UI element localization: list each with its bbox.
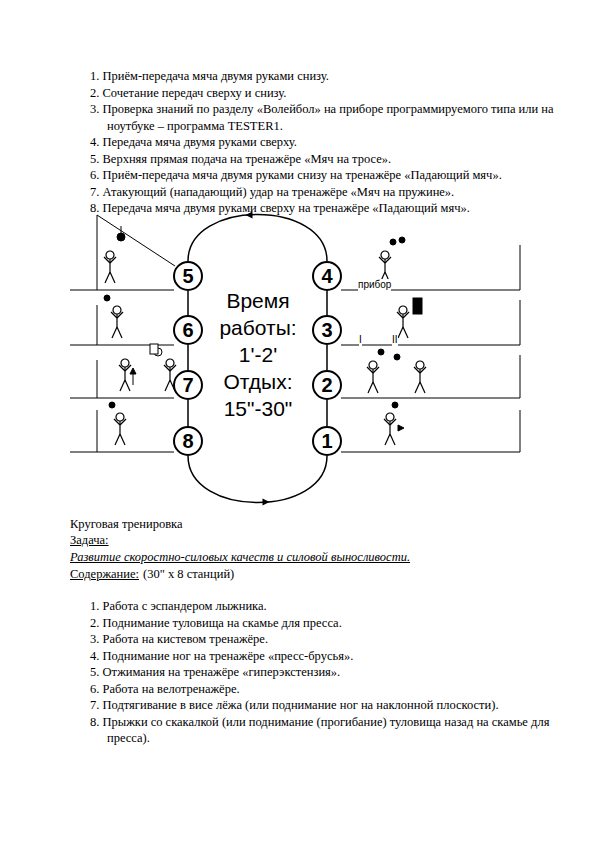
figure-stroke <box>397 306 409 338</box>
balls-and-devices <box>104 226 422 431</box>
figure-stroke <box>367 361 379 393</box>
list-item: 7. Атакующий (нападающий) удар на тренаж… <box>90 184 555 201</box>
list-item: 3. Работа на кистевом тренажёре. <box>90 631 555 648</box>
figure-stroke <box>392 402 398 408</box>
list-item: 1. Работа с эспандером лыжника. <box>90 598 555 615</box>
station-number: 1 <box>321 431 332 451</box>
content-note: (30" х 8 станций) <box>143 566 234 583</box>
figure-stroke <box>520 300 521 345</box>
device-label: прибор <box>358 279 391 291</box>
list-item: 7. Подтягивание в висе лёжа (или поднима… <box>90 697 555 714</box>
arrow-head <box>263 498 270 505</box>
section-heading: Круговая тренировка <box>70 516 183 533</box>
list-item: 6. Работа на велотренажёре. <box>90 681 555 698</box>
list-item: 4. Поднимание ног на тренажёре «пресс-бр… <box>90 648 555 665</box>
list-item: 4. Передача мяча двумя руками сверху. <box>90 134 555 151</box>
exercise-list: 1. Работа с эспандером лыжника.2. Подним… <box>90 598 555 747</box>
figure-stroke <box>390 239 396 245</box>
figure-stroke <box>130 368 136 374</box>
list-item: 8. Передача мяча двумя руками сверху на … <box>90 200 555 217</box>
station-number: 5 <box>182 266 193 286</box>
figure-stroke <box>394 354 400 360</box>
figure-stroke <box>150 344 158 354</box>
figure-stroke <box>70 398 174 399</box>
station-circle: 6 <box>173 315 203 345</box>
list-item: 6. Приём-передача мяча двумя руками сниз… <box>90 167 555 184</box>
station-circle: 1 <box>312 426 342 456</box>
content-heading: Содержание: <box>70 566 139 583</box>
station-number: 6 <box>182 320 193 340</box>
station-circle: 4 <box>312 261 342 291</box>
station-number: 3 <box>321 320 332 340</box>
figure-stroke <box>341 345 520 346</box>
figure-stroke <box>121 226 122 237</box>
figure-stroke <box>378 349 384 355</box>
list-item: 1. Приём-передача мяча двумя руками сниз… <box>90 68 555 85</box>
figure-stroke <box>520 355 521 398</box>
station-circle: 7 <box>173 370 203 400</box>
figure-stroke <box>97 410 98 452</box>
station-number: 2 <box>321 375 332 395</box>
list-item: 2. Поднимание туловища на скамье для пре… <box>90 615 555 632</box>
shelf-lines <box>70 215 520 452</box>
figure-stroke <box>384 413 396 445</box>
figure-stroke <box>119 359 131 391</box>
station-number: 4 <box>321 266 332 286</box>
player-label: I <box>359 334 362 346</box>
figure-stroke <box>109 402 115 408</box>
loop-connector <box>188 456 327 503</box>
figure-stroke <box>104 251 116 283</box>
figure-stroke <box>70 290 174 291</box>
loop-connector <box>187 400 189 426</box>
list-item: 5. Верхняя прямая подача на тренажёре «М… <box>90 151 555 168</box>
station-number: 7 <box>182 375 193 395</box>
figure-stroke <box>114 413 126 445</box>
figure-stroke <box>399 237 405 243</box>
task-text: Развитие скоростно-силовых качеств и сил… <box>70 549 410 566</box>
loop-connector <box>188 215 327 262</box>
figure-stroke <box>97 360 98 398</box>
station-circle: 5 <box>173 261 203 291</box>
station-number: 8 <box>182 431 193 451</box>
figure-stroke <box>520 410 521 452</box>
list-item: 5. Отжимания на тренажёре «гиперэкстензи… <box>90 664 555 681</box>
list-item: 2. Сочетание передач сверху и снизу. <box>90 85 555 102</box>
timing-text: Время работы: 1'-2' Отдых: 15"-30" <box>205 287 311 422</box>
figure-stroke <box>520 245 521 290</box>
loop-connector <box>326 345 328 370</box>
figure-stroke <box>104 295 110 301</box>
list-item: 8. Прыжки со скакалкой (или поднимание (… <box>90 714 555 747</box>
player-label: II <box>392 334 398 346</box>
list-item: 3. Проверка знаний по разделу «Волейбол»… <box>90 101 555 134</box>
loop-connector <box>326 400 328 426</box>
figure-stroke <box>70 452 174 453</box>
station-circle: 3 <box>312 315 342 345</box>
loop-connector <box>187 291 189 315</box>
task-heading: Задача: <box>70 532 109 549</box>
figure-stroke <box>414 361 426 393</box>
loop-connector <box>187 345 189 370</box>
loop-connector <box>326 291 328 315</box>
figure-stroke <box>413 298 422 314</box>
stick-figures <box>104 251 426 445</box>
figure-stroke <box>341 452 520 453</box>
station-circle: 2 <box>312 370 342 400</box>
figure-stroke <box>341 398 520 399</box>
figure-stroke <box>398 425 404 431</box>
station-circle: 8 <box>173 426 203 456</box>
figure-stroke <box>111 306 123 338</box>
figure-stroke <box>97 305 98 345</box>
figure-stroke <box>97 215 98 290</box>
station-list: 1. Приём-передача мяча двумя руками сниз… <box>90 68 555 217</box>
